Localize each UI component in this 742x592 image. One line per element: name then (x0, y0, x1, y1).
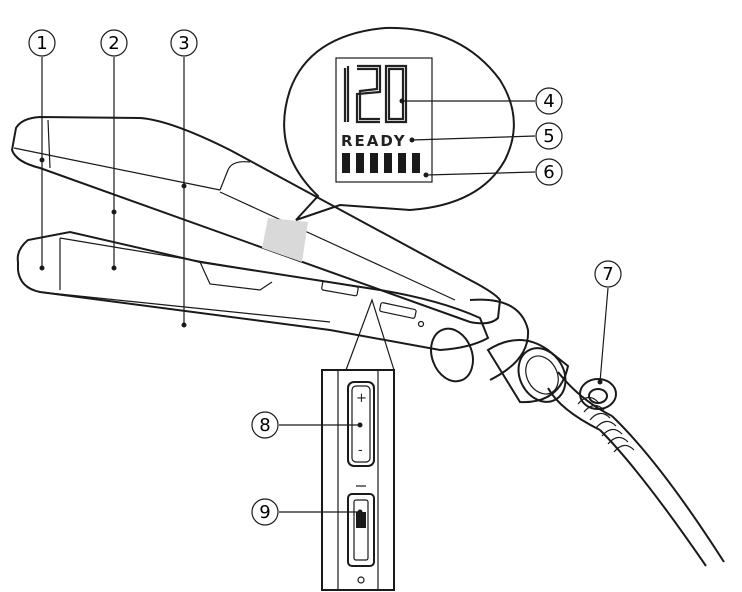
callout-9: 9 (252, 499, 278, 525)
callout-3-number: 3 (178, 33, 189, 54)
display-zoom-bubble (284, 28, 514, 220)
callout-4: 4 (536, 88, 562, 114)
lower-arm (18, 232, 488, 350)
callout-4-number: 4 (543, 91, 554, 112)
side-controls-zoom: + - (322, 300, 394, 590)
upper-arm (12, 117, 500, 323)
callout-6-number: 6 (543, 162, 554, 183)
callout-2: 2 (101, 30, 127, 56)
callout-9-number: 9 (259, 502, 270, 523)
callout-5: 5 (536, 123, 562, 149)
lcd-level-bar (356, 153, 364, 173)
lcd-heat-level-bars (342, 153, 420, 173)
minus-symbol: - (358, 443, 363, 458)
callout-7: 7 (595, 261, 621, 287)
callout-3: 3 (171, 30, 197, 56)
callout-2-number: 2 (108, 33, 119, 54)
callout-1-number: 1 (36, 33, 47, 54)
display-window (262, 218, 308, 262)
power-cord (548, 372, 724, 566)
callout-6: 6 (536, 159, 562, 185)
callout-1: 1 (29, 30, 55, 56)
plus-symbol: + (356, 391, 367, 406)
lcd-level-bar (412, 153, 420, 173)
lcd-level-bar (398, 153, 406, 173)
leader-lines (40, 57, 609, 515)
callout-8: 8 (252, 412, 278, 438)
lcd-level-bar (342, 153, 350, 173)
callout-7-number: 7 (602, 264, 613, 285)
lcd-ready-text: READY (341, 132, 407, 150)
lcd-level-bar (384, 153, 392, 173)
callout-5-number: 5 (543, 126, 554, 147)
callout-8-number: 8 (259, 415, 270, 436)
lcd-digits (345, 66, 406, 122)
lcd-level-bar (370, 153, 378, 173)
